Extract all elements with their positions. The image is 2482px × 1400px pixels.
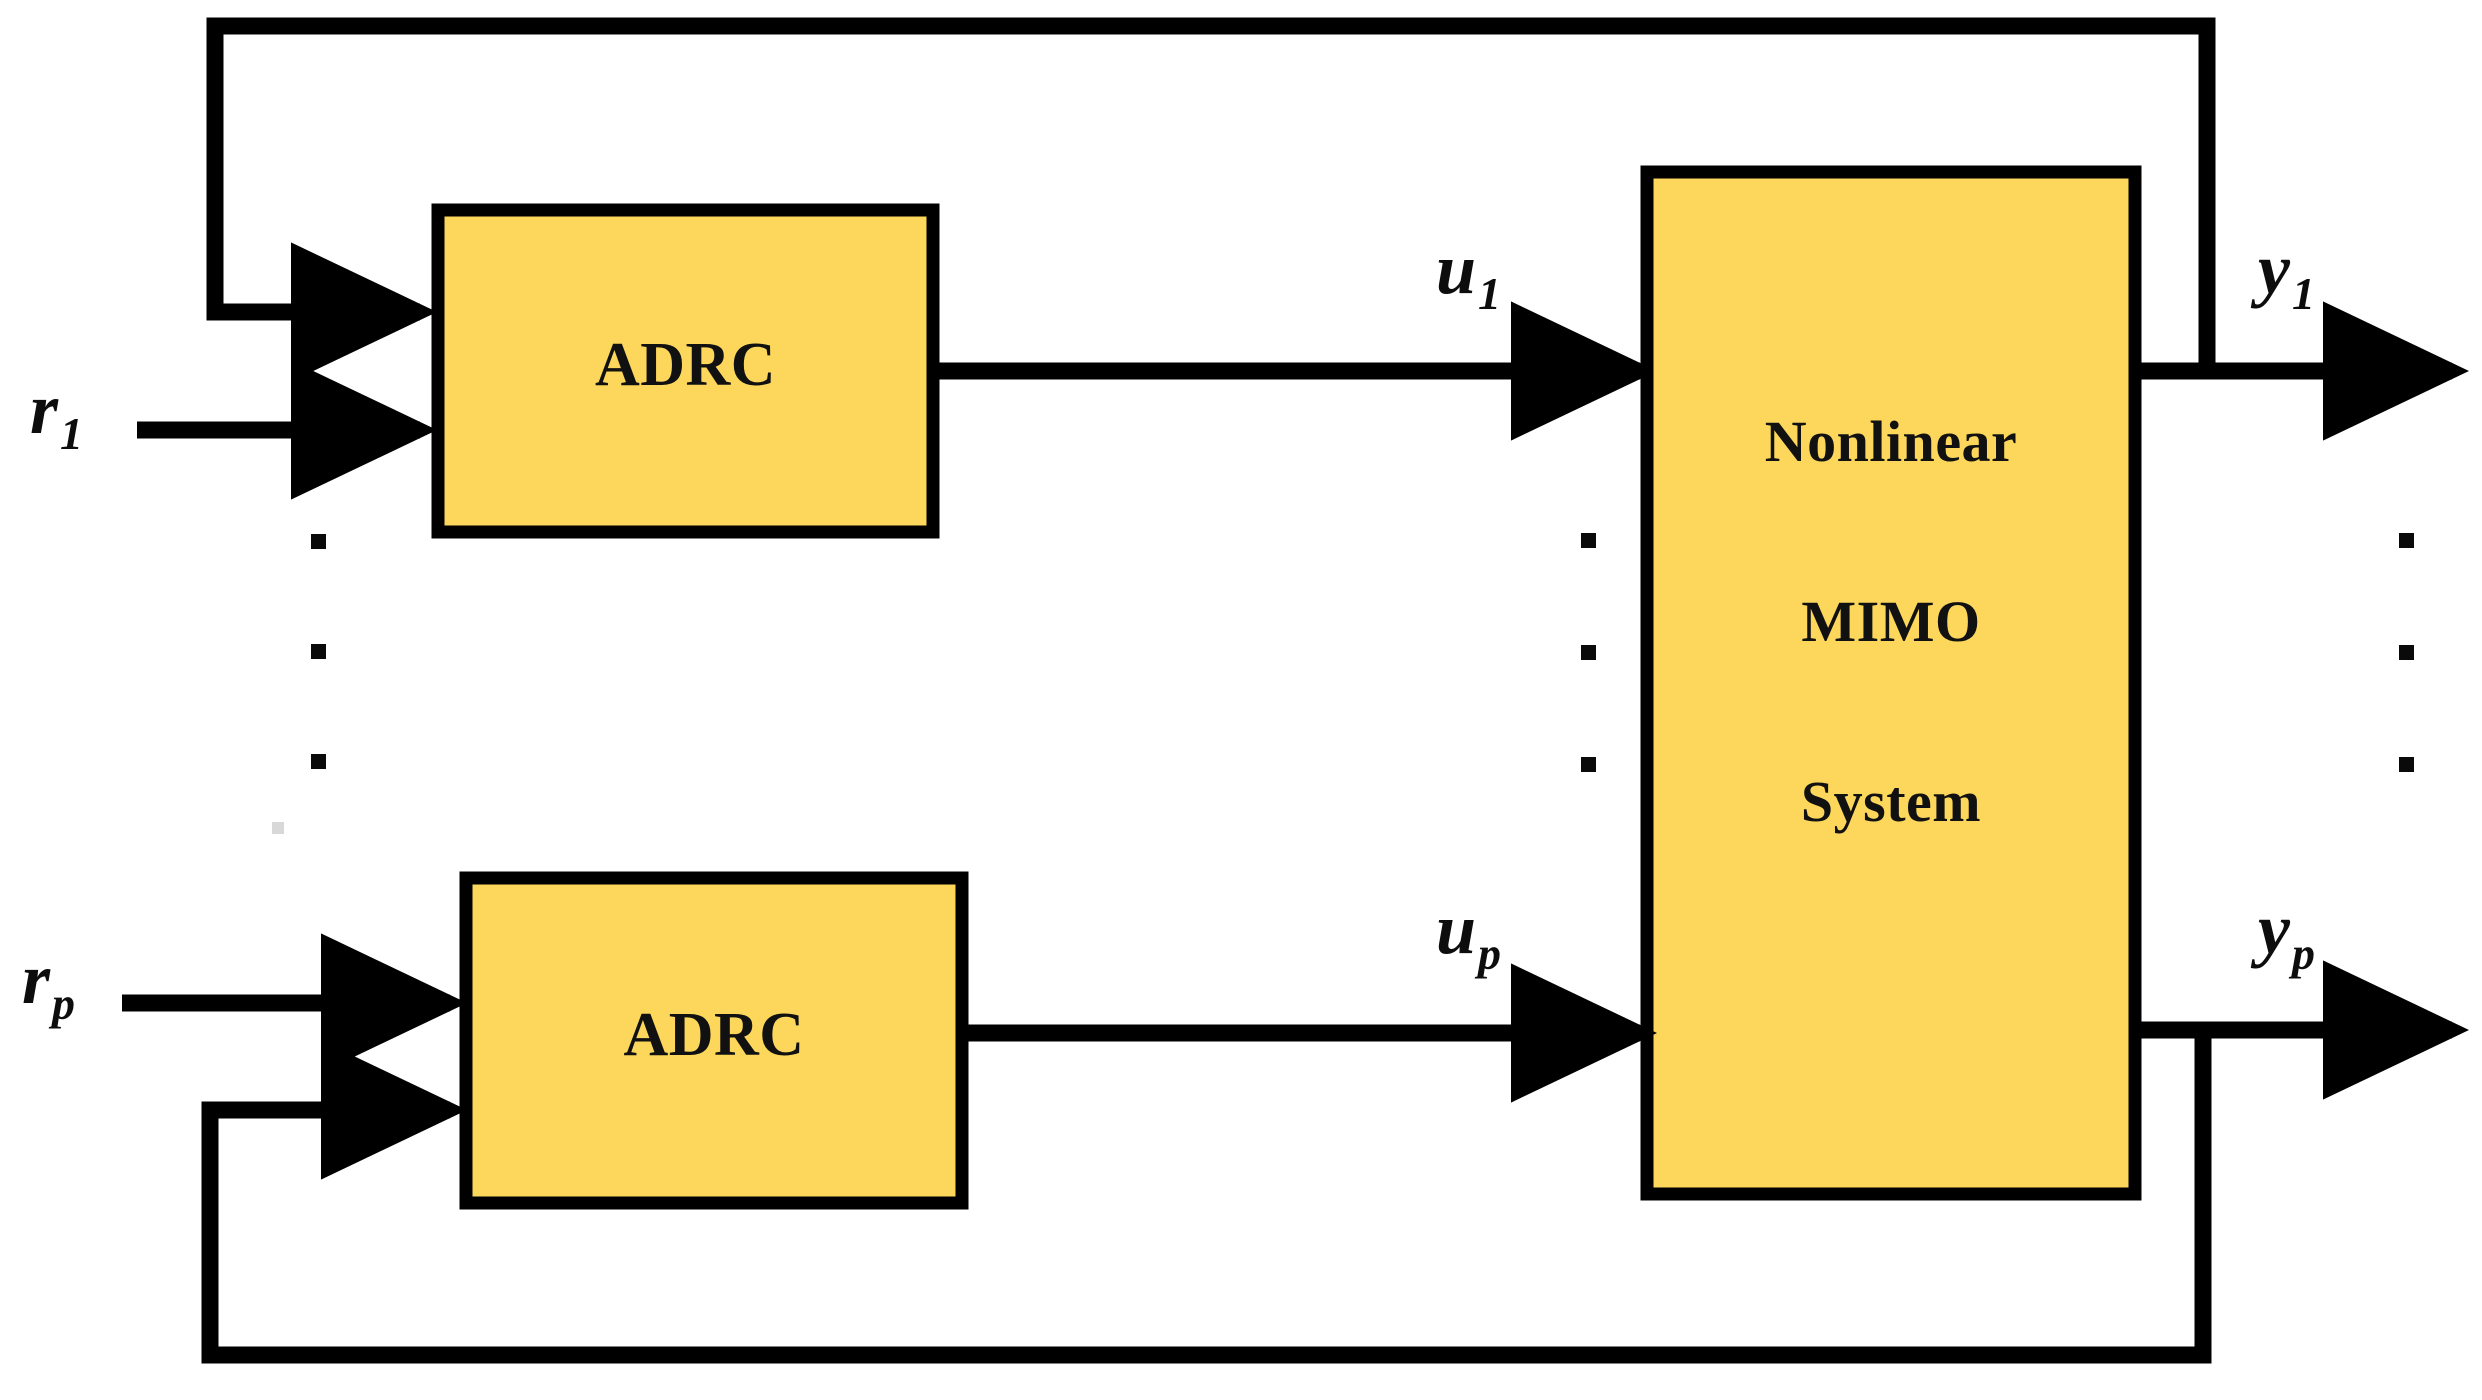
adrc-block-bottom[interactable] xyxy=(459,871,969,1210)
ellipsis-dot xyxy=(2399,533,2414,548)
ellipsis-dot xyxy=(1581,533,1596,548)
ellipsis-dot-faint xyxy=(272,822,284,834)
feedback-path-top xyxy=(206,17,2216,382)
ellipsis-dot xyxy=(311,644,326,659)
adrc-block-top[interactable] xyxy=(431,203,940,539)
ellipsis-dot xyxy=(2399,757,2414,772)
ellipsis-dot xyxy=(311,754,326,769)
ellipsis-dot xyxy=(1581,645,1596,660)
feedback-path-bottom xyxy=(201,1030,2212,1364)
ellipsis-dot xyxy=(311,534,326,549)
plant-block[interactable] xyxy=(1640,165,2142,1201)
ellipsis-dot xyxy=(2399,645,2414,660)
ellipsis-dot xyxy=(1581,757,1596,772)
